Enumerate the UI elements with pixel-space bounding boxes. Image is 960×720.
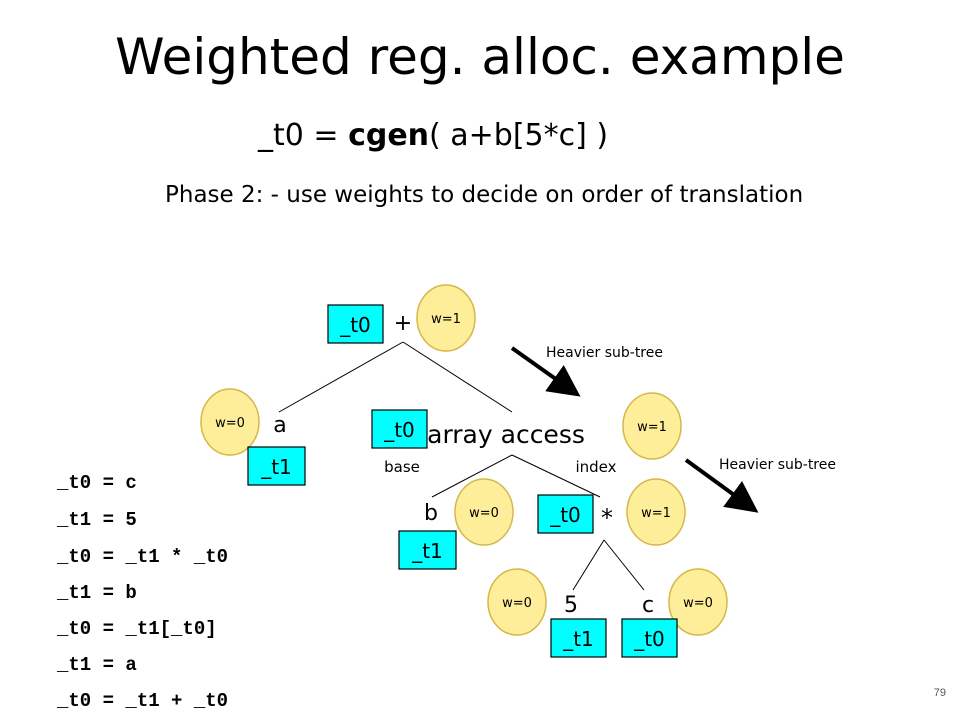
- weight-array: w=1: [637, 420, 667, 435]
- node-mult-op: *: [600, 504, 614, 532]
- code-line: _t1 = b: [57, 582, 137, 604]
- weight-a: w=0: [215, 416, 245, 431]
- code-line: _t0 = c: [57, 472, 137, 494]
- heavier-label-2: Heavier sub-tree: [719, 457, 836, 473]
- edge-label-base: base: [384, 458, 420, 476]
- register-box-b: [398, 530, 457, 570]
- register-box-mult: [537, 494, 594, 534]
- heavier-label-1: Heavier sub-tree: [546, 345, 663, 361]
- weight-circle-array: [622, 392, 682, 460]
- cgen-function: cgen: [348, 118, 430, 153]
- code-line: _t1 = a: [57, 654, 137, 676]
- register-box-a: [247, 446, 306, 486]
- register-box-plus: [327, 304, 384, 344]
- edge-plus-array: [402, 341, 513, 413]
- weight-circle-c: [668, 568, 728, 636]
- heavier-arrow-2: [684, 458, 759, 513]
- heavier-arrow-1: [510, 346, 581, 397]
- node-plus-op: +: [394, 311, 412, 336]
- edge-mult-five: [572, 539, 605, 591]
- register-b: _t1: [411, 539, 443, 563]
- code-line: _t0 = _t1 * _t0: [57, 546, 229, 568]
- weight-c: w=0: [683, 596, 713, 611]
- register-box-c: [621, 618, 678, 658]
- cgen-expression: _t0 = cgen( a+b[5*c] ): [258, 118, 608, 153]
- edge-mult-c: [603, 539, 645, 591]
- weight-five: w=0: [502, 596, 532, 611]
- code-line: _t0 = _t1[_t0]: [57, 618, 217, 640]
- weight-plus: w=1: [431, 312, 461, 327]
- slide-number: 79: [933, 687, 946, 699]
- edge-label-index: index: [575, 458, 616, 476]
- node-c-label: c: [642, 593, 654, 618]
- edge-array-mult: [511, 454, 601, 498]
- weight-circle-a: [200, 388, 260, 456]
- weight-b: w=0: [469, 506, 499, 521]
- node-b-label: b: [424, 501, 438, 526]
- edge-plus-a: [278, 341, 404, 413]
- node-a-label: a: [273, 413, 286, 438]
- register-box-five: [550, 618, 607, 658]
- weight-circle-plus: [416, 284, 476, 352]
- cgen-args: ( a+b[5*c] ): [429, 118, 609, 153]
- edge-array-b: [431, 454, 513, 498]
- page-title: Weighted reg. alloc. example: [115, 28, 845, 86]
- register-c: _t0: [633, 627, 665, 651]
- cgen-prefix: _t0 =: [258, 118, 349, 153]
- register-box-array: [371, 409, 428, 449]
- node-array-label: array access: [427, 420, 585, 449]
- register-five: _t1: [562, 627, 594, 651]
- node-five-label: 5: [564, 593, 578, 618]
- phase-description: Phase 2: - use weights to decide on orde…: [165, 182, 804, 208]
- register-plus: _t0: [339, 313, 371, 337]
- register-a: _t1: [260, 455, 292, 479]
- weight-mult: w=1: [641, 506, 671, 521]
- code-line: _t1 = 5: [57, 509, 137, 531]
- weight-circle-mult: [626, 478, 686, 546]
- register-array: _t0: [383, 418, 415, 442]
- code-line: _t0 = _t1 + _t0: [57, 690, 229, 712]
- weight-circle-b: [454, 478, 514, 546]
- register-mult: _t0: [549, 503, 581, 527]
- weight-circle-five: [487, 568, 547, 636]
